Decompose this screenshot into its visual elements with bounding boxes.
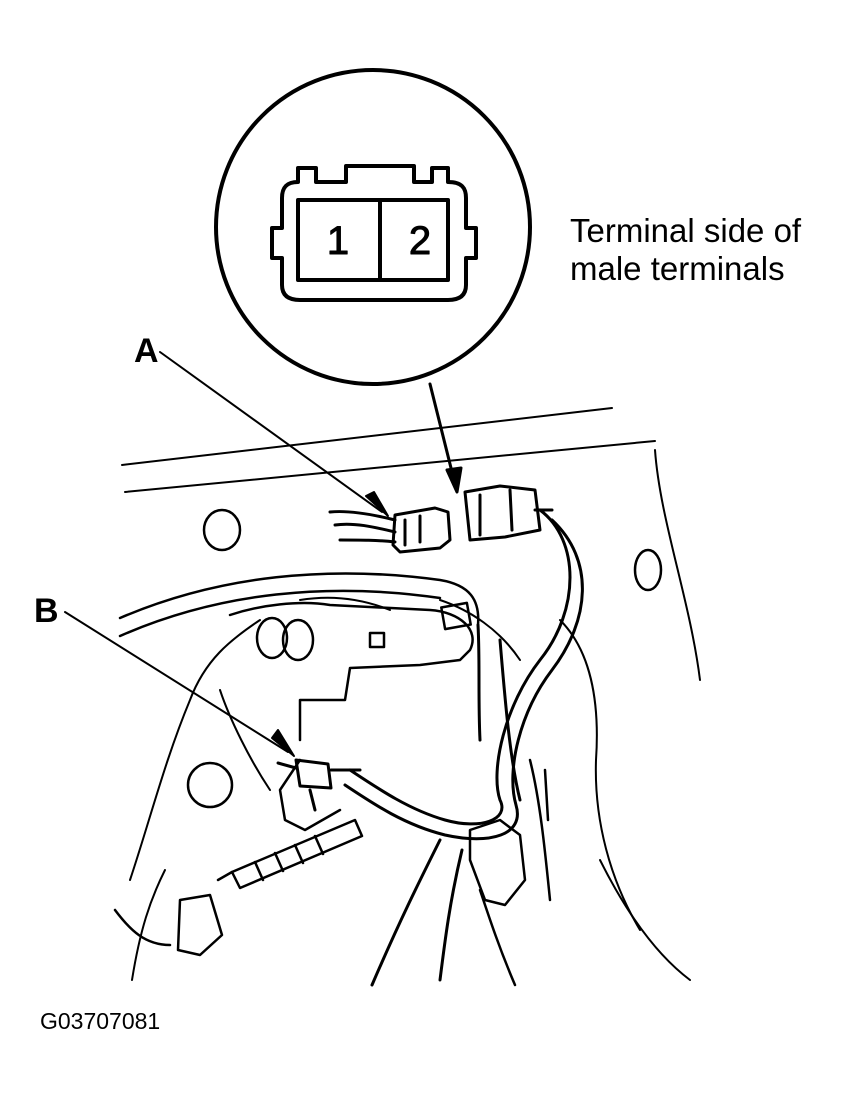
- figure-code: G03707081: [40, 1008, 161, 1034]
- mounting-holes: [186, 508, 663, 809]
- sensor-b: [276, 758, 362, 812]
- door-panel-lines: [121, 407, 701, 981]
- leader-a: [159, 351, 389, 517]
- terminal-1-label: 1: [327, 219, 349, 263]
- terminal-2-label: 2: [409, 219, 431, 263]
- cable: [118, 572, 480, 638]
- lower-components: [278, 758, 552, 987]
- latch-rod: [216, 818, 364, 890]
- mounting-bracket: [228, 601, 474, 742]
- inset-caption-line1: Terminal side of: [570, 212, 802, 249]
- leader-b: [64, 611, 295, 757]
- inset-caption-line2: male terminals: [570, 250, 785, 287]
- connector-a: [328, 506, 452, 554]
- latch: [113, 893, 224, 957]
- callout-b: B: [34, 592, 59, 630]
- connector-face: [270, 164, 478, 302]
- inset-arrow: [428, 382, 463, 494]
- harness-clip: [440, 601, 472, 631]
- wire-harness: [343, 508, 584, 987]
- inset-circle: [214, 68, 532, 386]
- connector-male: [463, 484, 554, 542]
- callout-a: A: [134, 332, 159, 370]
